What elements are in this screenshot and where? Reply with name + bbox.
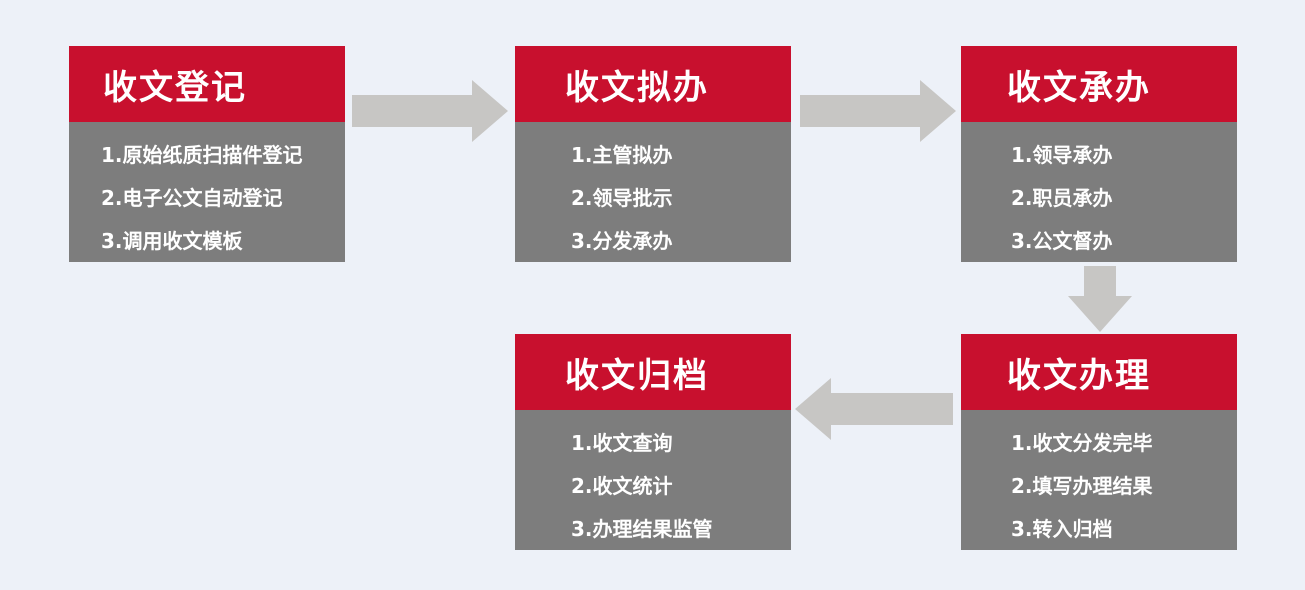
step-card-archiving: 收文归档 1.收文查询 2.收文统计 3.办理结果监管 bbox=[515, 334, 791, 550]
arrow-right-icon bbox=[352, 80, 508, 142]
step-card-processing: 收文办理 1.收文分发完毕 2.填写办理结果 3.转入归档 bbox=[961, 334, 1237, 550]
step-title: 收文登记 bbox=[103, 67, 247, 108]
step-card-header: 收文承办 bbox=[961, 46, 1237, 122]
step-item: 1.领导承办 bbox=[1011, 143, 1113, 167]
step-item: 1.收文分发完毕 bbox=[1011, 431, 1153, 455]
step-card-drafting: 收文拟办 1.主管拟办 2.领导批示 3.分发承办 bbox=[515, 46, 791, 262]
step-item: 2.电子公文自动登记 bbox=[101, 186, 283, 210]
step-item: 2.收文统计 bbox=[571, 474, 673, 498]
step-card-header: 收文办理 bbox=[961, 334, 1237, 410]
step-card-body: 1.主管拟办 2.领导批示 3.分发承办 bbox=[515, 122, 791, 262]
step-card-body: 1.收文分发完毕 2.填写办理结果 3.转入归档 bbox=[961, 410, 1237, 550]
step-item: 2.领导批示 bbox=[571, 186, 673, 210]
step-item: 1.原始纸质扫描件登记 bbox=[101, 143, 303, 167]
step-card-body: 1.收文查询 2.收文统计 3.办理结果监管 bbox=[515, 410, 791, 550]
step-card-header: 收文归档 bbox=[515, 334, 791, 410]
step-item: 3.办理结果监管 bbox=[571, 517, 713, 541]
step-item: 3.转入归档 bbox=[1011, 517, 1113, 541]
step-title: 收文拟办 bbox=[565, 67, 709, 108]
arrow-right-icon bbox=[800, 80, 956, 142]
step-title: 收文归档 bbox=[565, 355, 709, 396]
step-card-header: 收文登记 bbox=[69, 46, 345, 122]
step-item: 3.调用收文模板 bbox=[101, 229, 243, 253]
step-title: 收文承办 bbox=[1007, 67, 1151, 108]
step-card-undertaking: 收文承办 1.领导承办 2.职员承办 3.公文督办 bbox=[961, 46, 1237, 262]
arrow-left-icon bbox=[795, 378, 953, 440]
step-item: 2.职员承办 bbox=[1011, 186, 1113, 210]
step-item: 1.主管拟办 bbox=[571, 143, 673, 167]
step-item: 2.填写办理结果 bbox=[1011, 474, 1153, 498]
step-item: 1.收文查询 bbox=[571, 431, 673, 455]
step-card-header: 收文拟办 bbox=[515, 46, 791, 122]
arrow-down-icon bbox=[1068, 266, 1132, 332]
step-title: 收文办理 bbox=[1007, 355, 1151, 396]
step-item: 3.公文督办 bbox=[1011, 229, 1113, 253]
step-card-registration: 收文登记 1.原始纸质扫描件登记 2.电子公文自动登记 3.调用收文模板 bbox=[69, 46, 345, 262]
step-item: 3.分发承办 bbox=[571, 229, 673, 253]
step-card-body: 1.原始纸质扫描件登记 2.电子公文自动登记 3.调用收文模板 bbox=[69, 122, 345, 262]
step-card-body: 1.领导承办 2.职员承办 3.公文督办 bbox=[961, 122, 1237, 262]
